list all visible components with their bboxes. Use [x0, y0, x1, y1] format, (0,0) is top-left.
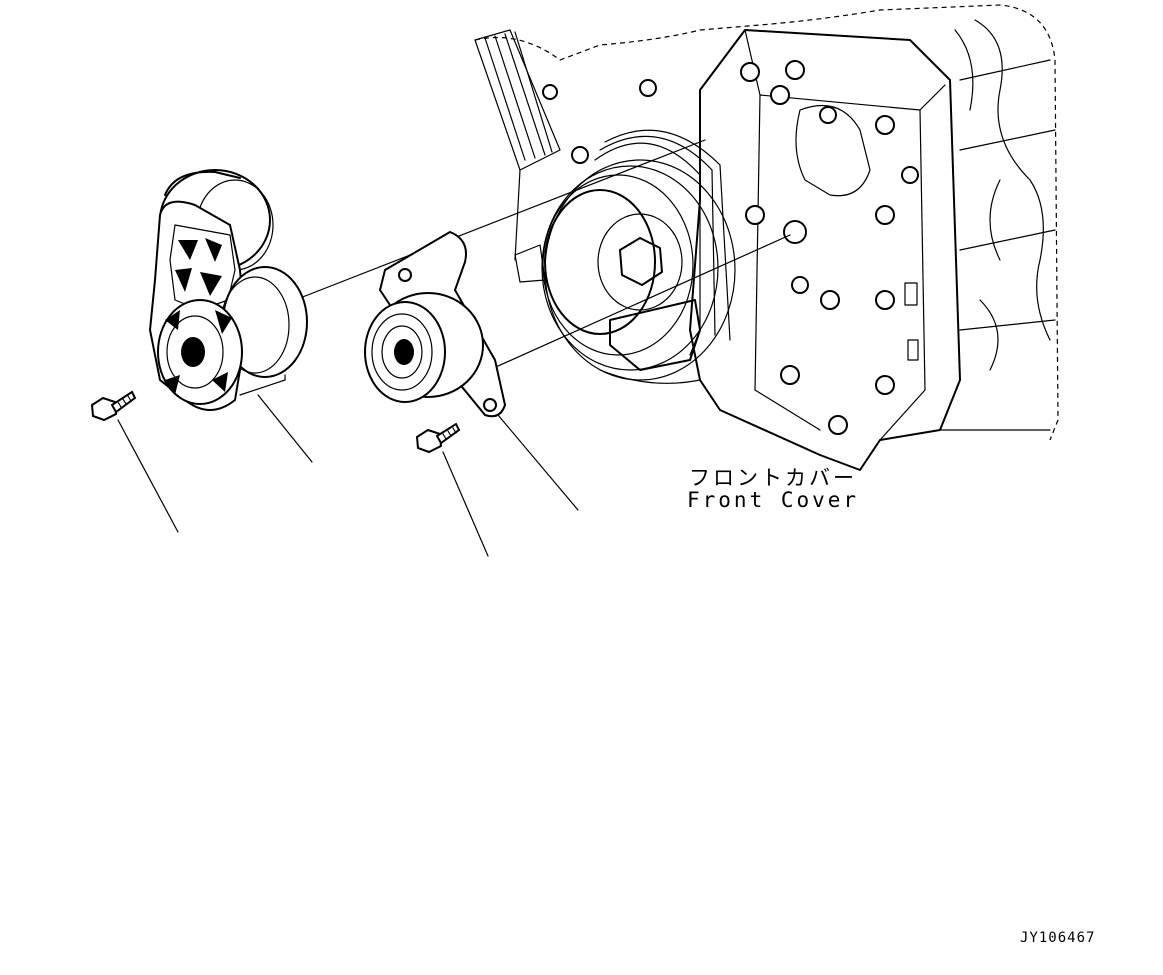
crank-pulley: [541, 129, 736, 381]
drawing-id: JY106467: [1020, 930, 1096, 946]
cover-bolts: [542, 60, 919, 435]
idler-bolt: [415, 422, 461, 454]
front-cover-label-en: Front Cover: [687, 488, 860, 512]
belt-tensioner: [148, 169, 308, 411]
front-cover-assembly: [299, 4, 1059, 471]
front-cover-label-jp: フロントカバー: [689, 466, 857, 490]
idler-pulley: [364, 230, 507, 418]
tensioner-bolt: [90, 390, 137, 422]
leader-lines: [117, 394, 579, 557]
